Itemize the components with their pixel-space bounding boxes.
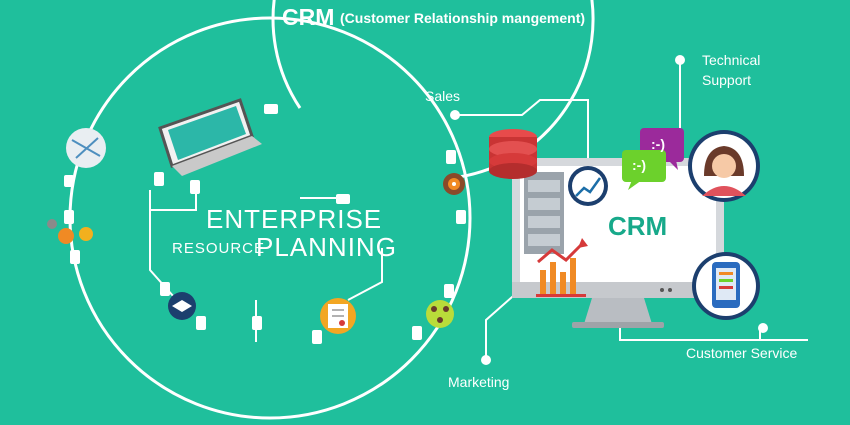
monitor-crm-text: CRM: [608, 211, 668, 241]
plug-icons: [64, 104, 466, 344]
page-subtitle: (Customer Relationship mangement): [340, 10, 586, 26]
gears-icon: [47, 219, 93, 244]
smartphone-icon: [692, 252, 760, 320]
crm-connectors: [455, 60, 808, 357]
team-icon: [426, 300, 454, 328]
erp-label-planning: PLANNING: [256, 232, 397, 262]
label-sales: Sales: [425, 88, 461, 104]
inner-ring: [271, 0, 595, 180]
support-avatar-icon: [688, 130, 760, 202]
label-customer-service: Customer Service: [686, 345, 798, 361]
page-title: CRM: [282, 4, 335, 30]
connector-dots: [450, 55, 768, 365]
erp-bracket-right: [347, 248, 383, 301]
bar-chart-icon: [536, 238, 588, 297]
erp-label-resource: RESOURCE: [172, 240, 266, 257]
label-support: Support: [702, 72, 752, 88]
growth-chart-icon: [568, 166, 608, 206]
chat-bubble-green-text: :-): [632, 157, 646, 173]
chat-bubble-purple-text: :-): [651, 136, 665, 152]
label-technical: Technical: [702, 52, 761, 68]
chat-bubbles-icon: [622, 128, 684, 190]
handshake-icon: [168, 292, 196, 320]
document-icon: [320, 298, 356, 334]
monitor-icon: [512, 158, 724, 328]
erp-bracket-top: [150, 185, 197, 211]
laptop-icon: [158, 98, 262, 176]
target-icon: [443, 173, 465, 195]
server-icon: [524, 172, 564, 254]
erp-bracket-left: [149, 190, 183, 307]
erp-label-enterprise: ENTERPRISE: [206, 204, 383, 234]
label-marketing: Marketing: [448, 374, 510, 390]
database-icon: [489, 129, 537, 179]
